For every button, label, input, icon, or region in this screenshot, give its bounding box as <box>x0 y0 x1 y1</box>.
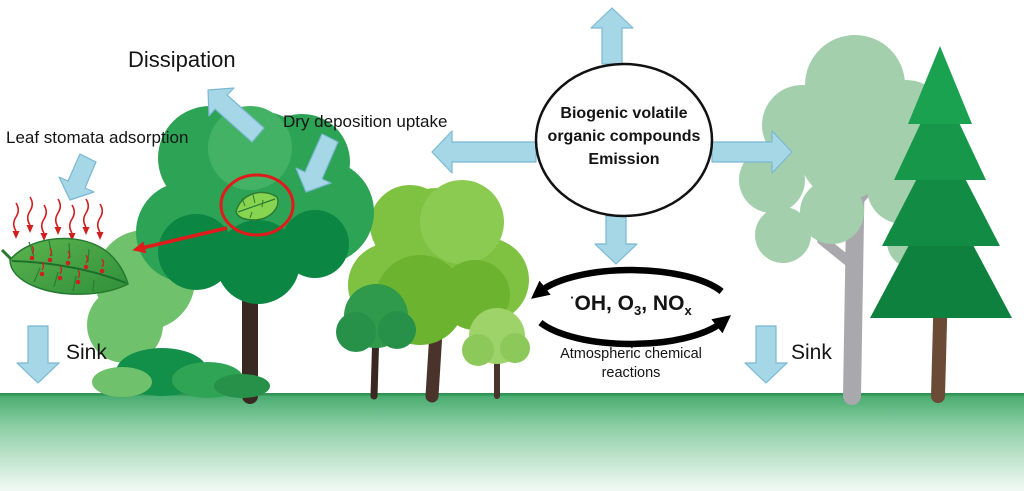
bushes <box>92 348 270 398</box>
emission-arrow-up <box>590 7 634 65</box>
sink-label-right: Sink <box>791 341 832 364</box>
cycle-arrow-top <box>530 266 724 299</box>
reaction-cycle <box>530 266 732 348</box>
bvoc-ellipse <box>534 62 714 218</box>
stomata-dots <box>29 255 105 285</box>
ground-edge <box>0 393 1024 396</box>
falling-molecules-squiggles <box>12 196 104 234</box>
highlight-leaf <box>235 191 279 221</box>
dissipation-arrow <box>207 87 265 143</box>
leaf-stomata-adsorption-label: Leaf stomata adsorption <box>6 128 189 147</box>
emission-arrow-right <box>711 130 793 174</box>
dissipation-label: Dissipation <box>128 47 236 72</box>
ground <box>0 393 1024 491</box>
cycle-arrow-bottom <box>538 315 732 348</box>
dry-deposition-uptake-label: Dry deposition uptake <box>283 112 448 131</box>
sink-arrow-right <box>744 325 788 384</box>
atmospheric-reactions-label: Atmospheric chemical reactions <box>560 346 702 381</box>
leaf-midrib <box>11 260 127 284</box>
emission-arrow-left <box>431 130 537 174</box>
sink-arrow-left <box>16 325 60 384</box>
emission-arrow-down <box>594 215 638 265</box>
stomata-squiggles <box>31 245 105 279</box>
leaf-pointer-arrow <box>132 226 228 254</box>
small-tree-middle <box>336 284 416 400</box>
leaf-stomata-arrow <box>58 153 97 201</box>
radical-dot: · <box>570 291 575 305</box>
sink-label-left: Sink <box>66 341 107 364</box>
chem-species-label: ·OH, O3, NOx <box>570 291 692 319</box>
canopy-leaf-highlight <box>132 173 295 254</box>
leaf-illustration <box>0 196 129 295</box>
conifer-tree <box>870 46 1012 403</box>
leaf-stem <box>0 248 14 262</box>
small-tree-right <box>462 308 530 399</box>
falling-molecules-arrowheads <box>12 225 104 241</box>
main-tree <box>136 106 374 404</box>
dry-deposition-arrow <box>295 133 339 193</box>
left-tree-cluster <box>87 106 530 404</box>
bvoc-emission-label: Biogenic volatile organic compounds Emis… <box>547 105 701 169</box>
flow-arrows <box>16 7 793 384</box>
